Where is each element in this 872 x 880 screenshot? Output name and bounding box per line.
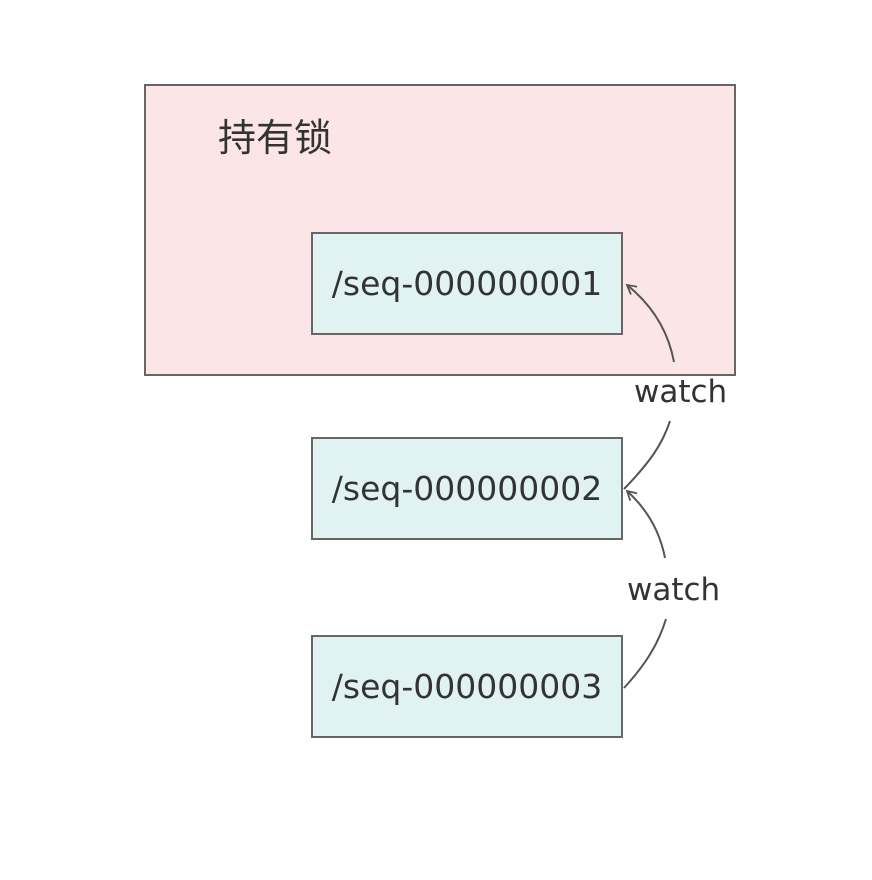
seq-node-3: /seq-000000003 — [311, 635, 623, 738]
watch-label-2: watch — [627, 572, 721, 608]
watch-arrow-3-to-2-lower — [623, 618, 667, 689]
watch-arrow-2-to-1-lower — [623, 420, 671, 490]
watch-arrow-3-to-2-upper — [625, 489, 666, 559]
watch-label-1: watch — [634, 374, 728, 410]
seq-node-1-label: /seq-000000001 — [331, 264, 603, 303]
seq-node-2: /seq-000000002 — [311, 437, 623, 540]
seq-node-3-label: /seq-000000003 — [331, 667, 603, 706]
seq-node-2-label: /seq-000000002 — [331, 469, 603, 508]
seq-node-1: /seq-000000001 — [311, 232, 623, 335]
lock-region-title: 持有锁 — [218, 116, 333, 160]
